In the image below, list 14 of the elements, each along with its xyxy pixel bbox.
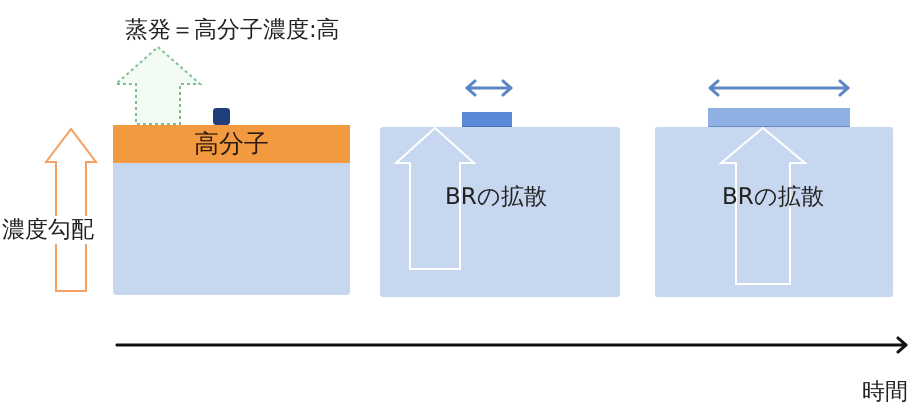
diffusion-label: BRの拡散 xyxy=(445,183,547,211)
time-label: 時間 xyxy=(862,378,908,406)
polymer-layer: 高分子 xyxy=(113,125,350,163)
gradient-label: 濃度勾配 xyxy=(2,216,94,244)
diffusion-label: BRの拡散 xyxy=(722,183,824,211)
diffusion-arrow xyxy=(718,126,808,285)
evaporation-label: 蒸発＝高分子濃度:高 xyxy=(125,16,340,44)
polymer-particle xyxy=(213,108,230,125)
br-layer xyxy=(708,108,850,127)
br-layer xyxy=(462,112,512,127)
substrate-block xyxy=(113,125,350,295)
substrate-block xyxy=(655,127,893,297)
substrate-block xyxy=(380,127,620,297)
diffusion-arrow xyxy=(393,126,477,270)
